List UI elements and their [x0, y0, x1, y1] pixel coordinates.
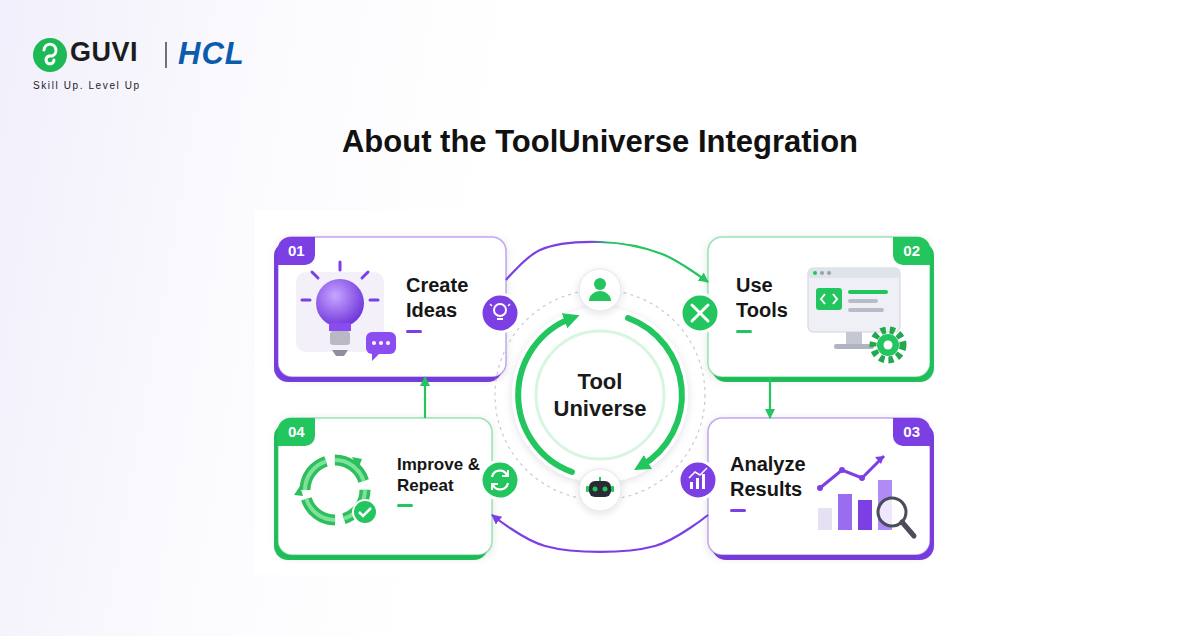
card-outline: [708, 237, 934, 382]
step-card: 03Analyze Results: [708, 418, 930, 555]
step-number: 01: [278, 237, 315, 265]
recycle-illustration: [294, 457, 377, 524]
person-icon: [579, 269, 621, 311]
tagline: Skill Up. Level Up: [33, 80, 141, 91]
title: About the ToolUniverse Integration: [0, 124, 1200, 160]
robot-icon: [579, 469, 621, 511]
chart-icon: [679, 461, 717, 499]
step-heading: Improve & Repeat: [397, 454, 481, 507]
step-number: 04: [278, 418, 315, 446]
logo: [33, 38, 166, 72]
step-number: 03: [893, 418, 930, 446]
card-outline: [274, 418, 492, 560]
bulb-illustration: [296, 262, 396, 361]
card-outline: [274, 237, 506, 382]
step-card: 02Use Tools: [708, 237, 930, 377]
chart-illustration: [817, 456, 914, 536]
flow-arrow: [769, 377, 771, 418]
step-heading: Analyze Results: [730, 452, 822, 512]
refresh-icon: [481, 461, 519, 499]
circle-outline: [534, 329, 666, 461]
center-circle: Tool Universe: [534, 329, 666, 461]
center-label: Tool Universe: [548, 368, 652, 423]
step-heading: Create Ideas: [406, 273, 498, 333]
step-number: 02: [893, 237, 930, 265]
partner-name: HCL: [178, 36, 245, 72]
step-heading: Use Tools: [736, 273, 828, 333]
card-outline: [708, 418, 934, 560]
flow-arrow: [424, 377, 426, 418]
step-card: 01Create Ideas: [278, 237, 506, 377]
brand-name: GUVI: [70, 37, 138, 68]
flow-arrow: [506, 242, 708, 282]
step-card: 04Improve & Repeat: [278, 418, 492, 555]
flow-arrow: [492, 515, 708, 552]
panel-ground: [255, 210, 945, 575]
tools-icon: [681, 294, 719, 332]
